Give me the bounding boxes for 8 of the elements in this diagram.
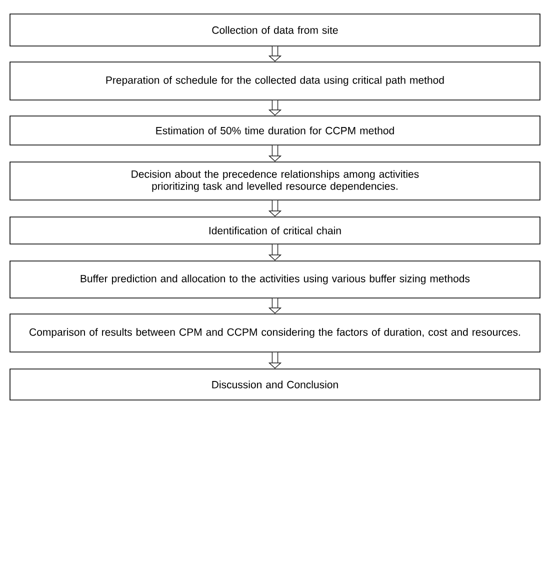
process-box: Comparison of results between CPM and CCPM considering the factors of duration, cost and resources. [10,314,540,352]
process-box: Preparation of schedule for the collected data using critical path method [10,62,540,100]
process-box: Buffer prediction and allocation to the activities using various buffer sizing methods [10,260,540,298]
process-box: Estimation of 50% time duration for CCPM method [10,116,540,146]
process-box: Identification of critical chain [10,216,540,244]
process-box: Decision about the precedence relationships among activities prioritizing task and levelled resource dependencies. [10,162,540,200]
process-box: Discussion and Conclusion [10,368,540,400]
process-box: Collection of data from site [10,14,540,46]
